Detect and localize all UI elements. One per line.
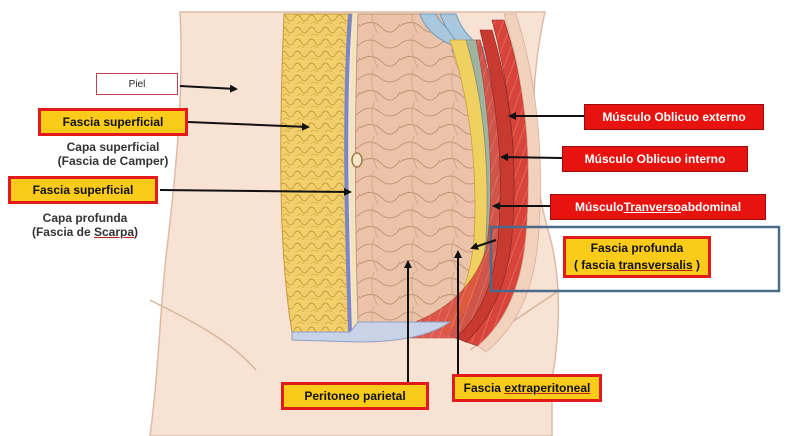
note-capa-superficial-line1: Capa superficial (66, 140, 160, 154)
label-extraperitoneal-word: extraperitoneal (504, 381, 591, 395)
arrow-oblicuo-interno (500, 153, 563, 162)
arrow-fascia-profunda (470, 239, 497, 250)
scarpa-line (344, 13, 352, 333)
label-extraperitoneal-pre: Fascia (463, 381, 501, 395)
note-capa-profunda: Capa profunda (Fascia de Scarpa) (12, 211, 158, 239)
label-peritoneo-parietal: Peritoneo parietal (281, 382, 429, 410)
note-capa-profunda-line2-scarpa: Scarpa (94, 225, 135, 239)
label-fascia-superficial-2: Fascia superficial (8, 176, 158, 204)
label-fascia-profunda-line2-post: ) (692, 258, 701, 272)
label-transverso-word: Tranverso (623, 200, 682, 214)
highlight-box (489, 225, 781, 293)
arrow-skin (179, 84, 238, 93)
label-transverso-abdominal: Músculo Tranverso abdominal (550, 194, 766, 220)
arrow-fascia-superficial-2 (159, 187, 352, 196)
note-capa-superficial: Capa superficial (Fascia de Camper) (40, 140, 186, 168)
label-oblicuo-externo: Músculo Oblicuo externo (584, 104, 764, 130)
label-piel: Piel (96, 73, 178, 95)
label-fascia-profunda-line1: Fascia profunda (590, 241, 684, 255)
note-capa-profunda-line2: (Fascia de Scarpa) (12, 225, 158, 239)
label-oblicuo-interno: Músculo Oblicuo interno (562, 146, 748, 172)
pointer-arrows (159, 84, 584, 382)
label-fascia-extraperitoneal: Fascia extraperitoneal (452, 374, 602, 402)
fat-layer (280, 13, 353, 333)
label-fascia-superficial-1: Fascia superficial (38, 108, 188, 136)
note-capa-profunda-line1: Capa profunda (42, 211, 128, 225)
label-fascia-profunda-line2-pre: ( fascia (573, 258, 619, 272)
label-fascia-profunda-transversalis: transversalis (618, 258, 693, 272)
groin-line-left (149, 299, 257, 371)
label-transverso-pre: Músculo (574, 200, 624, 214)
label-fascia-profunda-line2: ( fascia transversalis ) (574, 257, 700, 274)
label-fascia-profunda: Fascia profunda ( fascia transversalis ) (563, 236, 711, 278)
label-transverso-post: abdominal (681, 200, 742, 214)
note-capa-superficial-line2: (Fascia de Camper) (57, 154, 169, 168)
arrow-fascia-superficial-1 (187, 121, 310, 131)
note-capa-profunda-line2-pre: (Fascia de (31, 225, 94, 239)
umbilicus (351, 152, 363, 168)
note-capa-profunda-line2-post: ) (134, 225, 139, 239)
lower-floor-band (291, 321, 452, 343)
